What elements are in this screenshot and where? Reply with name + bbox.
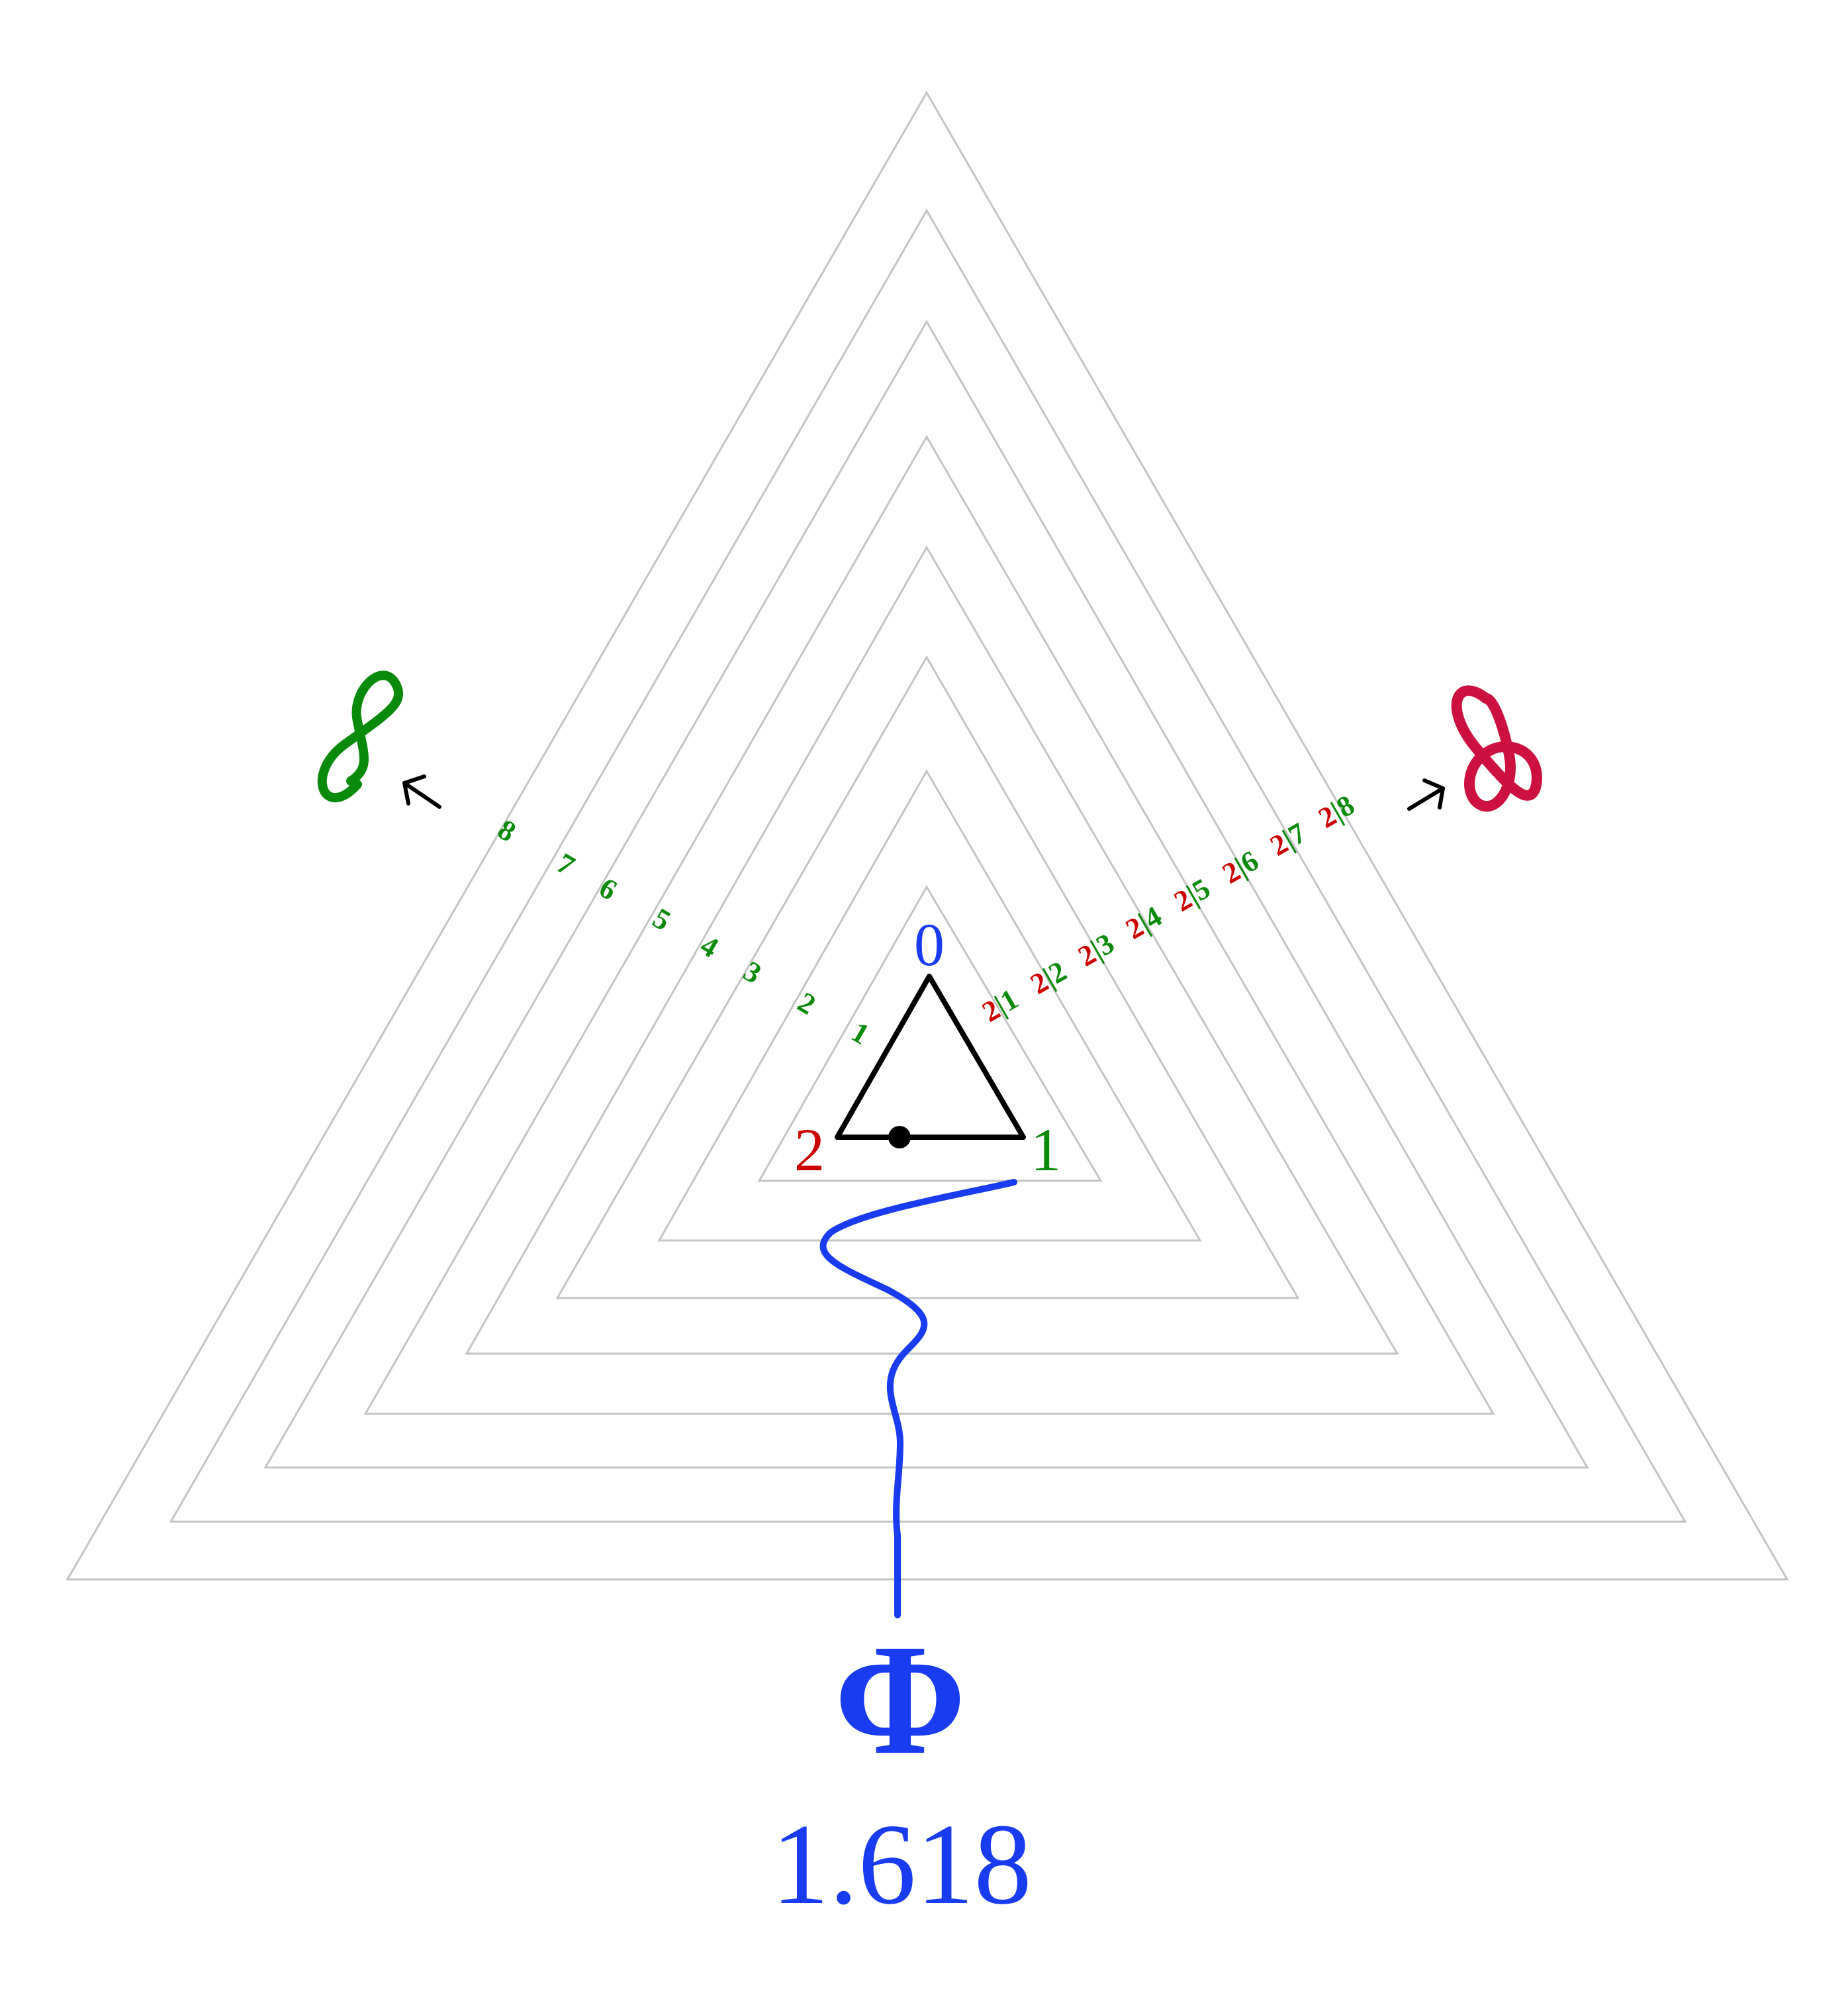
vertex-label-right: 1 (1031, 1116, 1061, 1184)
right-scale-label-1: 2|1 (977, 982, 1024, 1028)
left-scale-label-3: 3 (738, 954, 767, 990)
grey-triangle-4 (465, 545, 1399, 1355)
grey-triangle-8 (66, 91, 1789, 1581)
crimson-infinity-icon (1451, 685, 1542, 812)
nested-grey-triangles (66, 91, 1789, 1581)
phi-value: 1.618 (771, 1800, 1032, 1928)
left-scale-label-8: 8 (492, 813, 522, 848)
blue-wavy-line (819, 1179, 1017, 1618)
scale-arrows (402, 774, 1445, 811)
green-infinity-icon (317, 671, 404, 803)
grey-triangle-6 (263, 319, 1589, 1469)
base-point-dot (888, 1126, 911, 1148)
vertex-label-left: 2 (794, 1116, 825, 1184)
right-scale-label-2: 2|2 (1025, 954, 1072, 1000)
central-black-triangle (835, 974, 1026, 1140)
right-scale-label-5: 2|5 (1169, 872, 1216, 917)
grey-triangle-2 (657, 768, 1202, 1242)
grey-triangle-3 (555, 655, 1300, 1299)
right-scale-label-4: 2|4 (1121, 900, 1168, 945)
right-scale-label-6: 2|6 (1217, 844, 1264, 890)
right-scale-label-3: 2|3 (1073, 927, 1120, 972)
left-scale-label-5: 5 (647, 902, 676, 937)
grey-triangle-7 (169, 209, 1687, 1523)
right-scale-label-7: 2|7 (1265, 816, 1312, 862)
left-arrow-icon (402, 774, 441, 809)
right-arrow-icon (1407, 778, 1445, 811)
grey-triangle-1 (757, 885, 1103, 1182)
vertex-label-top: 0 (914, 911, 945, 978)
grey-triangle-5 (363, 434, 1495, 1415)
right-scale: 2|1 2|2 2|3 2|4 2|5 2|6 2|7 2|8 (977, 788, 1360, 1028)
phi-symbol: Φ (835, 1611, 966, 1787)
left-scale-label-6: 6 (594, 871, 623, 906)
left-scale-label-2: 2 (792, 986, 821, 1021)
